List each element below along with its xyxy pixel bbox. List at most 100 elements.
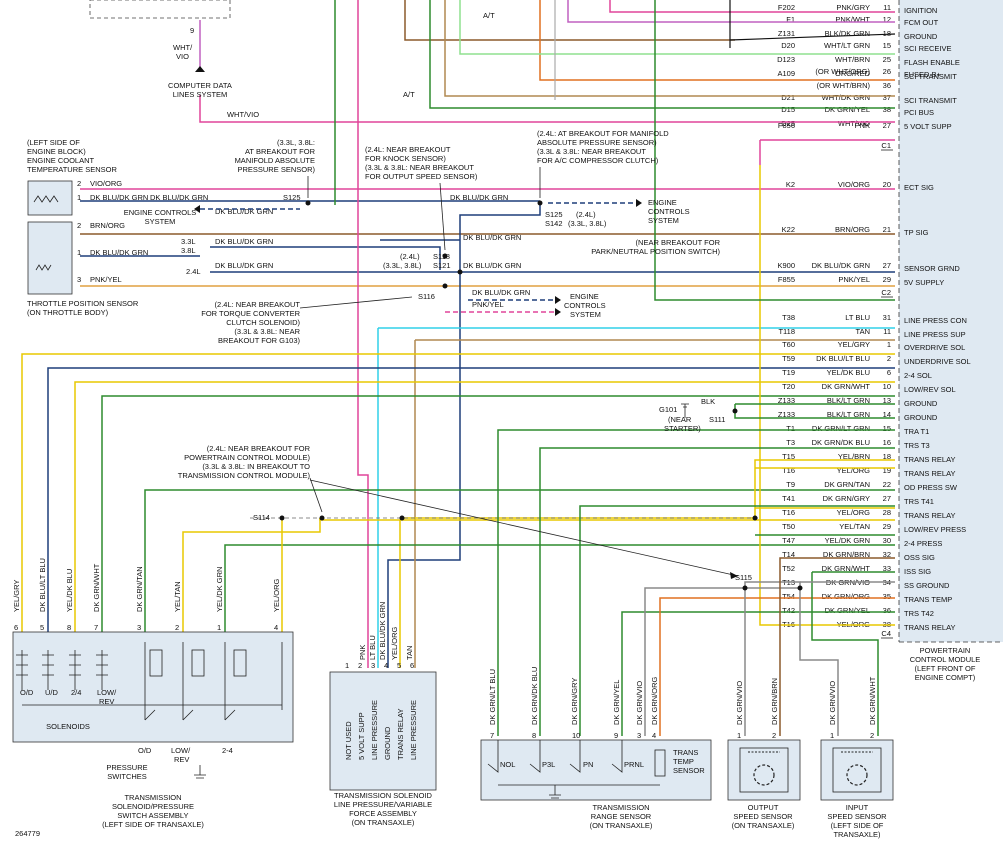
leader-line (439, 182, 446, 251)
pcm-pin-function: GROUND (904, 413, 938, 422)
pcm-pin-function: SCI TRANSMIT (904, 96, 957, 105)
pin-number: 1 (737, 731, 741, 740)
note-line: (3.3L & 3.8L: IN BREAKOUT TO (202, 462, 310, 471)
note-line: (2.4L: AT BREAKOUT FOR MANIFOLD (537, 129, 669, 138)
diagram-id: 264779 (15, 829, 40, 838)
component-title: FORCE ASSEMBLY (349, 809, 417, 818)
pcm-pin-number: 16 (883, 438, 891, 447)
pcm-pin-function: 2-4 PRESS (904, 539, 942, 548)
splice-dot (797, 585, 803, 591)
note-line: FOR KNOCK SENSOR) (365, 154, 446, 163)
wire-brown-top (404, 0, 735, 41)
lp-function-label: LINE PRESSURE (370, 700, 379, 760)
pcm-circuit-id: F1 (786, 15, 795, 24)
pcm-pin-number: 29 (883, 522, 891, 531)
pcm-wire-color: DK GRN/ORG (822, 592, 871, 601)
pcm-wire-color: DK GRN/LT GRN (812, 424, 870, 433)
splice-dot (305, 200, 311, 206)
wire-yel-tan (182, 518, 321, 632)
wire-color-label: DK GRN/TAN (135, 566, 144, 612)
pin-number: 8 (67, 623, 71, 632)
wire-dkgrn-org-trs (659, 597, 895, 736)
wire-black-z131b (729, 33, 896, 41)
switch-label: REV (174, 755, 189, 764)
engine-label: 3.3L (181, 237, 196, 246)
note-line: PRESSURE SENSOR) (237, 165, 315, 174)
pcm-pin-number: 22 (883, 480, 891, 489)
tp-label-line: (ON THROTTLE BODY) (27, 308, 109, 317)
pcm-circuit-id: D25 (781, 119, 795, 128)
component-title: TRANSMISSION (592, 803, 649, 812)
solenoid-coil-icon (21, 650, 103, 690)
splice-s125-2: S125 (545, 210, 563, 219)
wire-orange-top (539, 0, 895, 81)
pcm-pin-function: UNDERDRIVE SOL (904, 357, 971, 366)
pcm-circuit-id: T60 (782, 340, 795, 349)
pcm-pin-function: PCI BUS (904, 108, 934, 117)
cdl-connector-box (89, 0, 231, 19)
oss-body (727, 739, 801, 801)
ground-g101: G101 (659, 405, 677, 414)
splice-labels: S125 S125 S142 (2.4L) (3.3L, 3.8L) S118 … (253, 193, 803, 591)
arrow-right-icon (555, 308, 561, 316)
pcm-pin-number: 29 (883, 275, 891, 284)
wire-dkgrn-wht (101, 395, 895, 632)
pcm-circuit-id: D123 (777, 55, 795, 64)
splice-dot (742, 585, 748, 591)
note-line: (3.3L & 3.8L: NEAR BREAKOUT (537, 147, 646, 156)
lp-function-label: 5 VOLT SUPP (357, 712, 366, 760)
ecs-label: ENGINE (648, 198, 677, 207)
pcm-pin-number: 19 (883, 466, 891, 475)
arrow-icon (730, 572, 738, 579)
pin-number: 4 (384, 661, 388, 670)
splice-engine-note: (3.3L, 3.8L) (383, 261, 422, 270)
tp-sensor-body (27, 221, 73, 295)
arrow-right-icon (555, 296, 561, 304)
component-title: SWITCH ASSEMBLY (117, 811, 188, 820)
solenoid-coil-icons (16, 642, 283, 779)
solenoid-label: O/D (20, 688, 34, 697)
pcm-wire-color: BLK/LT GRN (827, 410, 870, 419)
wire-label: DK BLU/DK GRN (463, 261, 521, 270)
ect-label-line: ENGINE COOLANT (27, 156, 95, 165)
wire-dkgrn-top-right (654, 0, 895, 301)
pcm-pin-number: 31 (883, 313, 891, 322)
lp-function-label: LINE PRESSURE (409, 700, 418, 760)
pcm-pin-function: TRANS RELAY (904, 511, 956, 520)
coil-winding-icon (16, 654, 108, 676)
pcm-circuit-id: A109 (777, 69, 795, 78)
pin-number: 3 (137, 623, 141, 632)
pcm-pin-number: 26 (883, 67, 891, 76)
wire-green-top (429, 0, 895, 109)
pcm-wire-color: DK GRN/YEL (825, 606, 870, 615)
pcm-pin-number: 12 (883, 15, 891, 24)
pcm-pin-function: 2-4 SOL (904, 371, 932, 380)
connector-c4-label: C4 (881, 629, 891, 638)
pcm-pin-function: SS GROUND (904, 581, 950, 590)
ecs-label: CONTROLS (648, 207, 690, 216)
pcm-label-line: POWERTRAIN (920, 646, 971, 655)
pcm-wire-color: YEL/ORG (837, 466, 871, 475)
potentiometer-icon (35, 264, 52, 271)
note-line: (2.4L: NEAR BREAKOUT (215, 300, 301, 309)
note-line: BREAKOUT FOR G103) (218, 336, 300, 345)
note-g101: (NEAR STARTER) (664, 415, 701, 433)
pcm-wire-color: DK GRN/BRN (823, 550, 870, 559)
tone-wheel-icon (846, 764, 868, 786)
splice-dot (457, 269, 463, 275)
splice-engine-note: (2.4L) (576, 210, 596, 219)
note-s125: (3.3L, 3.8L: AT BREAKOUT FOR MANIFOLD AB… (235, 138, 316, 198)
wire-dkgrn-gry-trs (579, 505, 895, 736)
pin-number: 4 (652, 731, 656, 740)
trs-label: P3L (542, 760, 555, 769)
wire-dkgrn-ltblu-trs (497, 429, 895, 736)
switch-label: LOW/ (171, 746, 191, 755)
wire-color-label: PNK (358, 645, 367, 660)
splice-s125: S125 (283, 193, 301, 202)
wire-color-label: DK GRN/YEL (612, 680, 621, 725)
pcm-pin-function: SCI TRANSMIT (904, 72, 957, 81)
splice-dot (279, 515, 285, 521)
lp-function-label: GROUND (383, 726, 392, 760)
